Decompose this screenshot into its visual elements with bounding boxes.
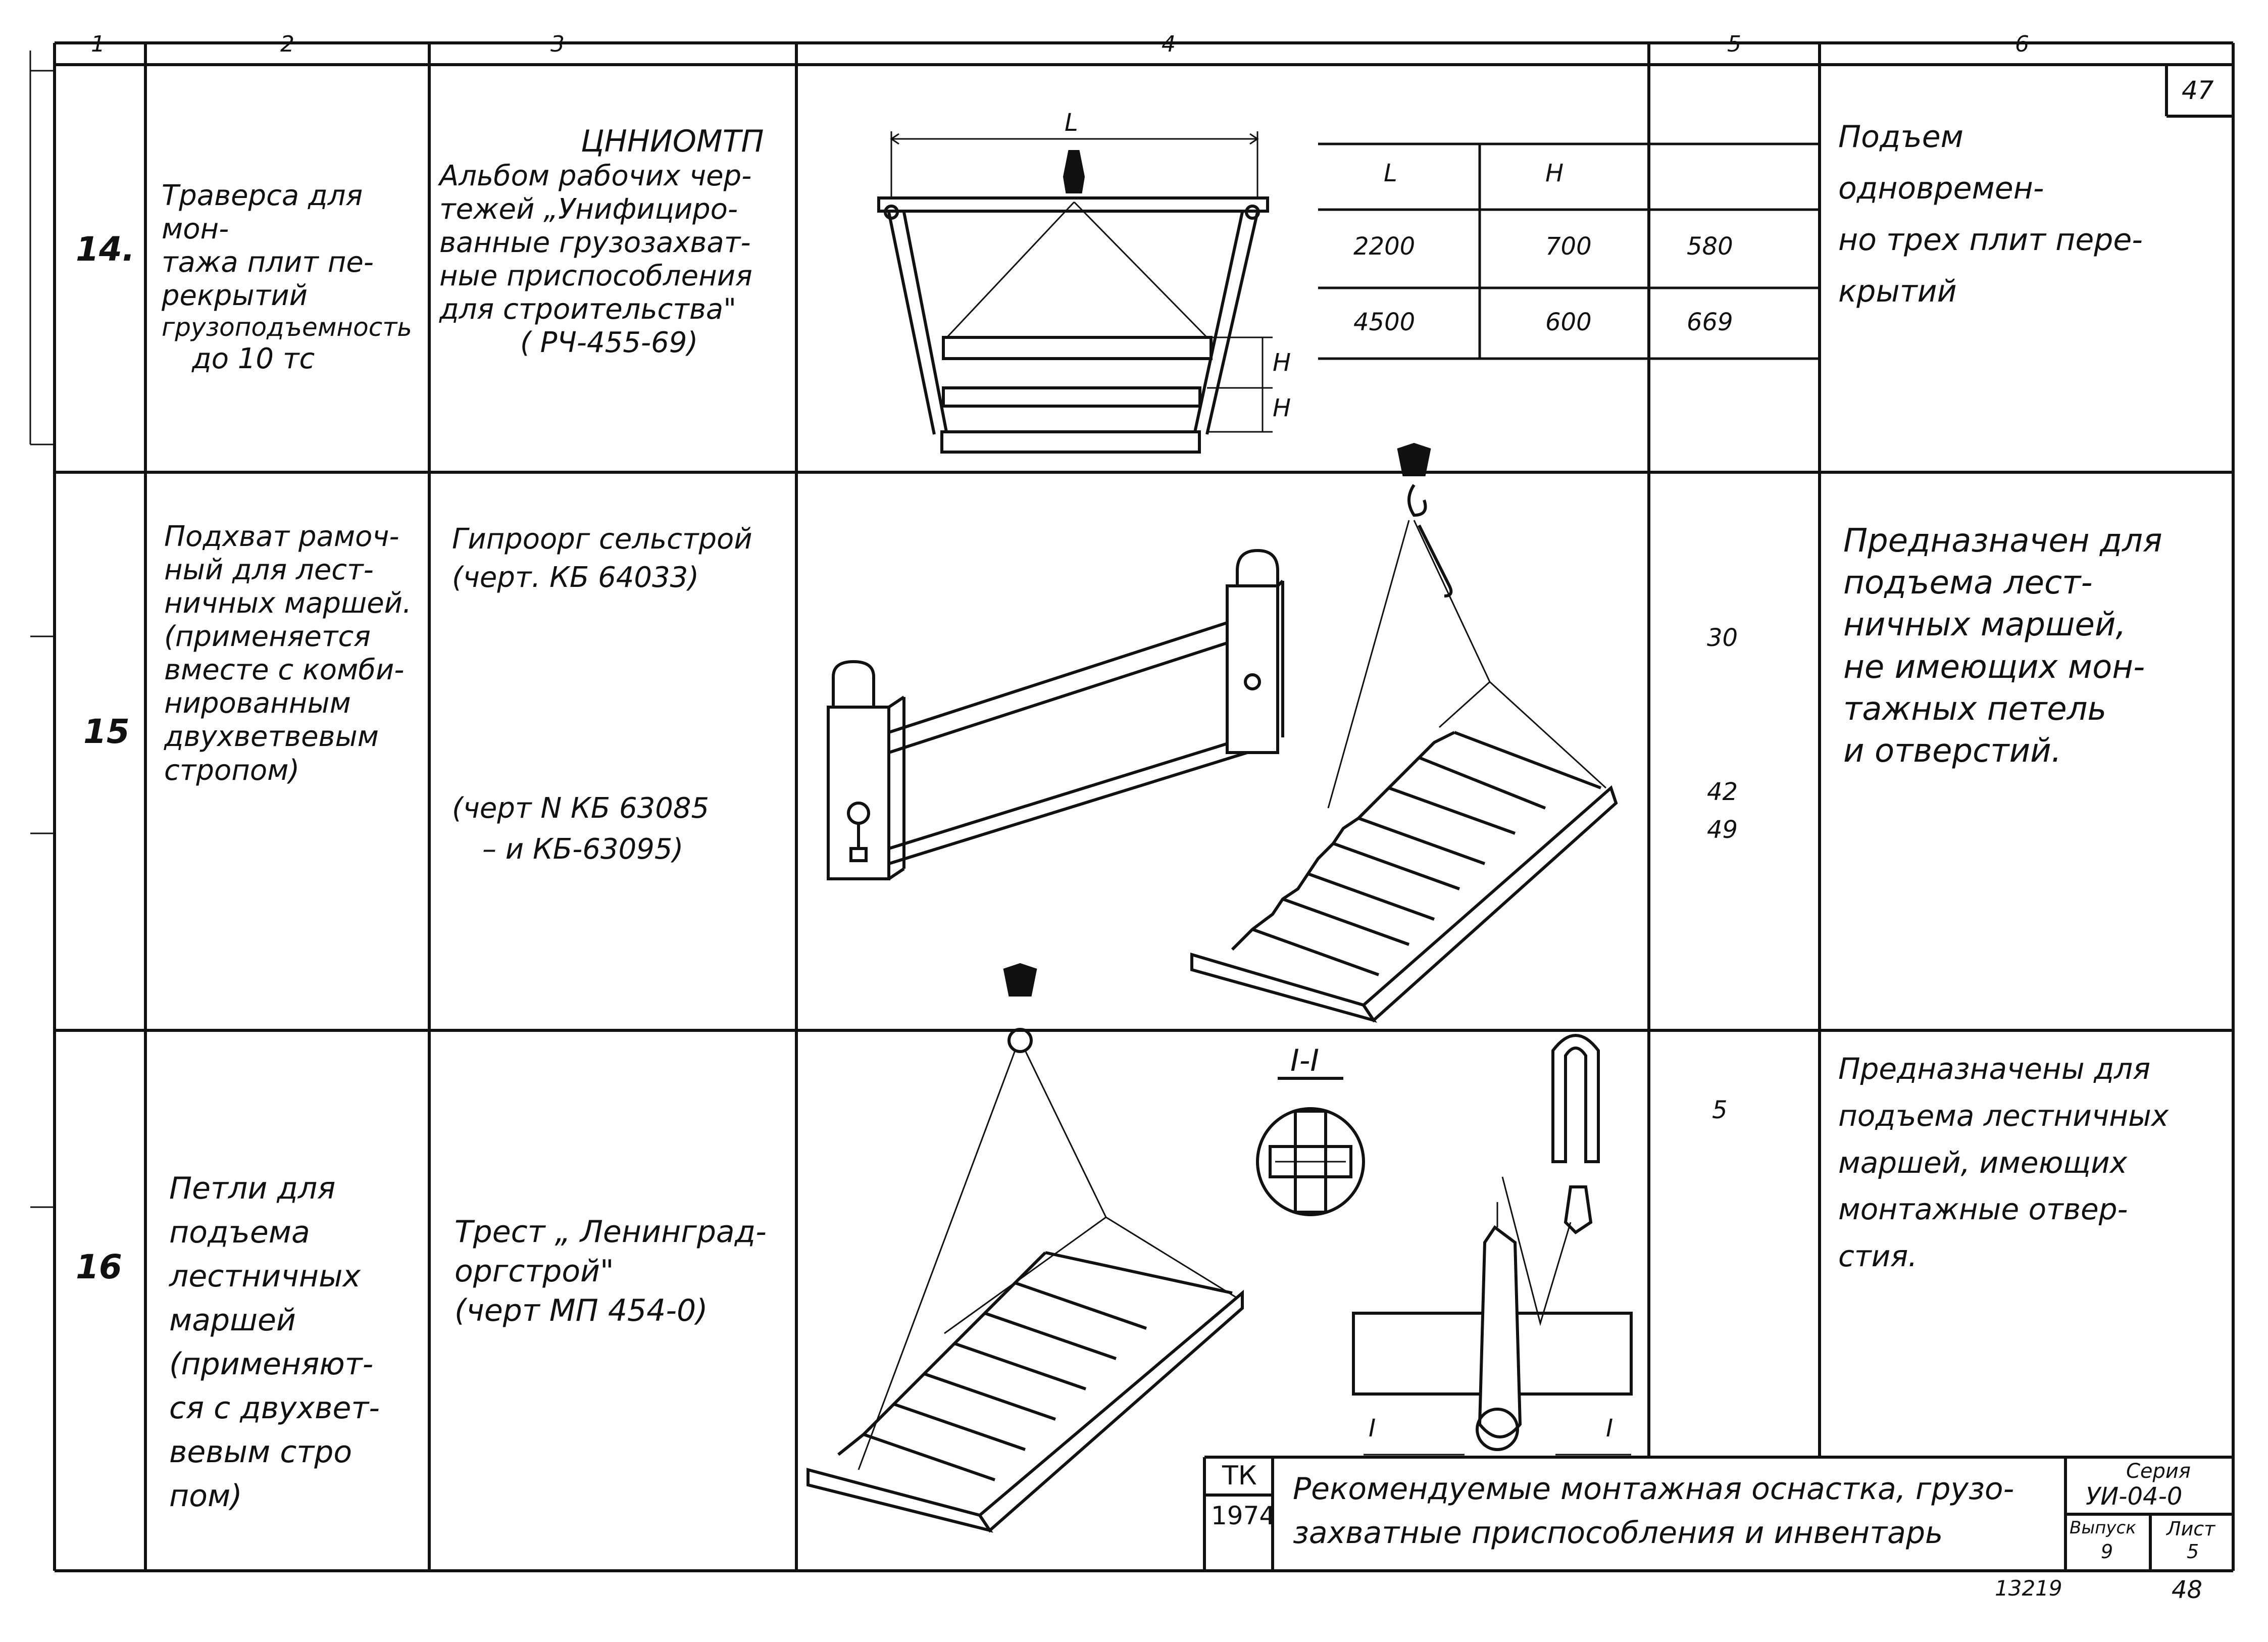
traverse-table-header-H: H bbox=[1545, 159, 1564, 187]
section-mark-right: I bbox=[1606, 1414, 1614, 1442]
column-number-1: 1 bbox=[91, 31, 105, 57]
stair-flight-drawing-16 bbox=[807, 963, 1244, 1533]
traverse-table-cell: 4500 bbox=[1353, 308, 1416, 336]
column-number-3: 3 bbox=[550, 31, 565, 57]
title-block-issue-value: 9 bbox=[2101, 1540, 2113, 1563]
row-14-name: Траверса для мон- тажа плит пе- рекрытий… bbox=[162, 179, 412, 376]
row-15-weight: 42 bbox=[1707, 778, 1738, 806]
frame-grip-drawing bbox=[827, 549, 1284, 880]
title-block-title: Рекомендуемые монтажная оснастка, грузо-… bbox=[1293, 1471, 2014, 1551]
section-detail bbox=[1256, 1034, 1633, 1456]
section-mark-left: I bbox=[1369, 1414, 1376, 1442]
row-16-source: Трест „ Ленинград- оргстрой" (черт МП 45… bbox=[455, 1214, 767, 1328]
row-number-15: 15 bbox=[83, 712, 130, 751]
title-block-year: 1974 bbox=[1211, 1501, 1276, 1530]
title-block-sheet-label: Лист bbox=[2166, 1518, 2215, 1540]
traverse-table-header-L: L bbox=[1384, 159, 1397, 187]
row-15-note: Предназначен для подъема лест- ничных ма… bbox=[1843, 522, 2162, 770]
row-15-name: Подхват рамоч- ный для лест- ничных марш… bbox=[164, 520, 412, 787]
row-14-weight: 669 bbox=[1687, 308, 1733, 336]
column-number-4: 4 bbox=[1162, 31, 1176, 57]
row-15-source-2: (черт N КБ 63085 – и КБ-63095) bbox=[452, 792, 710, 866]
footer-page: 48 bbox=[2172, 1576, 2203, 1604]
traverse-table-cell: 600 bbox=[1545, 308, 1592, 336]
title-block-frame bbox=[1203, 1456, 2233, 1571]
traverse-dimension-table bbox=[1318, 142, 1820, 360]
section-title: I-I bbox=[1290, 1043, 1320, 1078]
column-number-5: 5 bbox=[1727, 31, 1741, 57]
row-15-weight: 30 bbox=[1707, 624, 1738, 652]
span-label: L bbox=[1065, 109, 1078, 137]
title-block-sheet-value: 5 bbox=[2187, 1540, 2199, 1563]
row-15-weight: 49 bbox=[1707, 816, 1738, 844]
row-number-16: 16 bbox=[76, 1248, 122, 1286]
row-16-weight: 5 bbox=[1712, 1096, 1728, 1124]
traverse-table-cell: 2200 bbox=[1353, 232, 1416, 261]
title-block-issue-label: Выпуск bbox=[2070, 1518, 2136, 1538]
row-15-source: Гипроорг сельстрой (черт. КБ 64033) bbox=[452, 523, 752, 594]
row-16-name: Петли для подъема лестничных маршей (при… bbox=[169, 1171, 380, 1514]
row-16-note: Предназначены для подъема лестничных мар… bbox=[1838, 1052, 2169, 1274]
column-number-2: 2 bbox=[280, 31, 294, 57]
row-14-note: Подъем одновремен- но трех плит пере- кр… bbox=[1838, 119, 2143, 309]
title-block-org: ТК bbox=[1222, 1461, 1257, 1491]
footer-doc-number: 13219 bbox=[1995, 1576, 2062, 1601]
height-label: H bbox=[1273, 349, 1291, 377]
row-14-weight: 580 bbox=[1687, 232, 1733, 261]
height-label: H bbox=[1273, 394, 1291, 422]
page-number: 47 bbox=[2182, 76, 2214, 105]
row-14-source: ЦННИОМТП Альбом рабочих чер- тежей „Униф… bbox=[439, 124, 764, 360]
traverse-drawing bbox=[877, 131, 1273, 454]
title-block-series-label: Серия bbox=[2126, 1460, 2191, 1483]
column-number-6: 6 bbox=[2015, 31, 2029, 57]
row-number-14: 14. bbox=[76, 230, 135, 269]
title-block-series-value: УИ-04-0 bbox=[2086, 1482, 2183, 1511]
stair-flight-drawing-15 bbox=[1190, 442, 1618, 1023]
traverse-table-cell: 700 bbox=[1545, 232, 1592, 261]
